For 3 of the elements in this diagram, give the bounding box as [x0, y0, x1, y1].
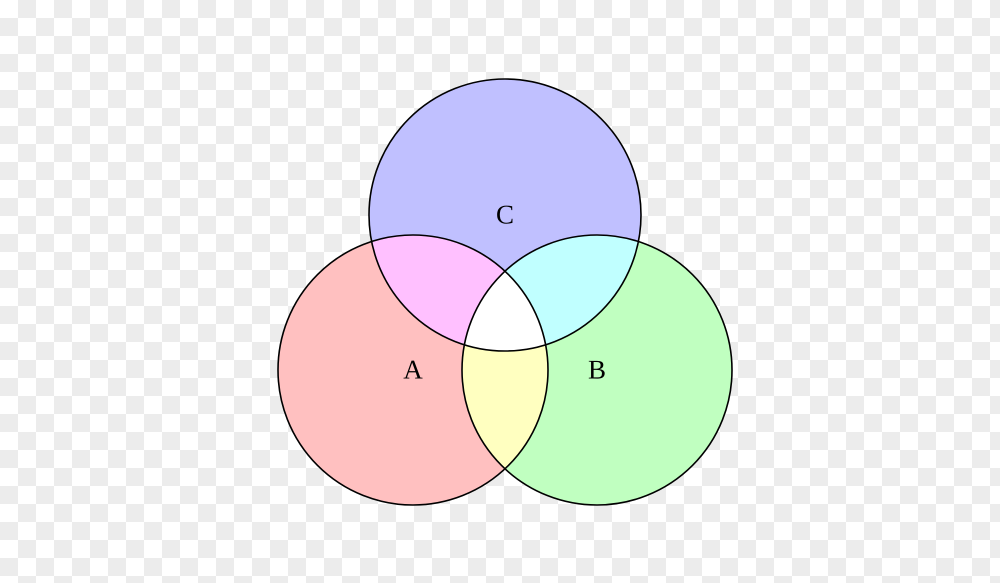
- set-label: A: [403, 356, 423, 384]
- set-label: B: [588, 356, 606, 384]
- set-label: C: [496, 202, 514, 228]
